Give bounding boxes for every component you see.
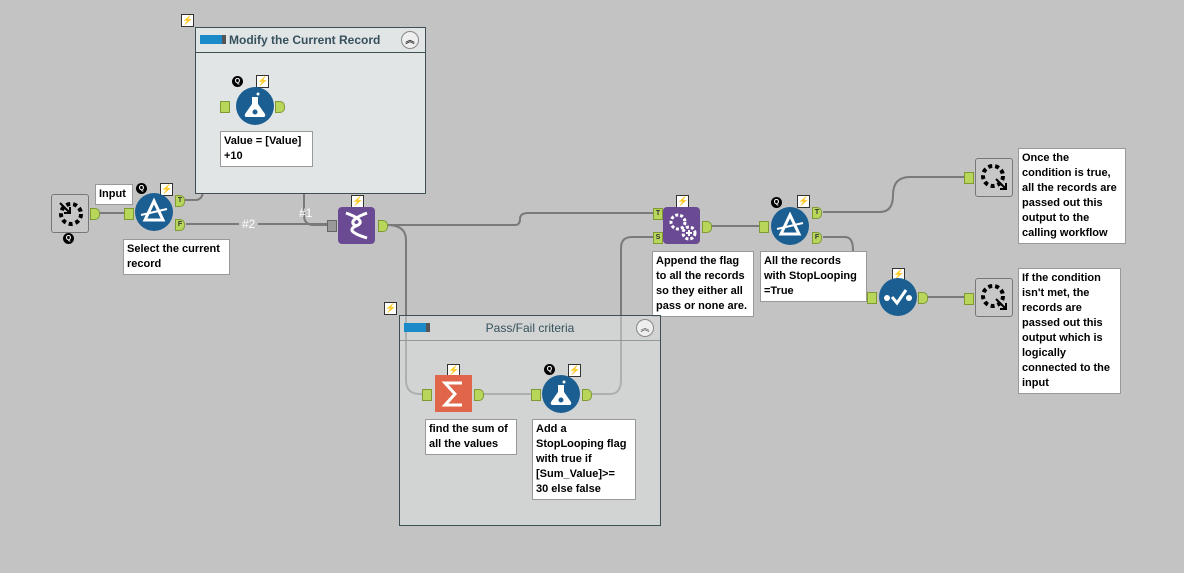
lightning-icon: ⚡ (256, 75, 269, 88)
lightning-icon: ⚡ (160, 183, 173, 196)
lightning-icon: ⚡ (181, 14, 194, 27)
macro-output-icon (981, 284, 1007, 310)
collapse-button[interactable]: ︽ (401, 31, 419, 49)
output-anchor[interactable] (918, 292, 928, 304)
input-anchor[interactable] (220, 101, 230, 113)
annotation-output-true: Once the condition is true, all the reco… (1018, 148, 1126, 244)
formula-tool[interactable] (236, 87, 274, 125)
annotation-formula2: Add a StopLooping flag with true if [Sum… (532, 419, 636, 500)
annotation-formula1: Value = [Value] +10 (220, 131, 313, 167)
container-icon (200, 35, 226, 44)
lightning-icon: ⚡ (568, 364, 581, 377)
filter-icon (776, 211, 804, 236)
formula-tool-2[interactable] (542, 375, 580, 413)
input-anchor[interactable] (124, 208, 134, 220)
flask-icon (550, 380, 572, 405)
container-header: Pass/Fail criteria ︽ (400, 316, 660, 341)
annotation-append: Append the flag to all the records so th… (652, 251, 754, 317)
q-icon: Q (63, 233, 74, 244)
filter-tool-2[interactable] (771, 207, 809, 245)
input-anchor[interactable] (759, 221, 769, 233)
output-anchor[interactable] (474, 389, 484, 401)
lightning-icon: ⚡ (797, 195, 810, 208)
flask-icon (244, 92, 266, 117)
q-icon: Q (771, 197, 782, 208)
true-anchor[interactable]: T (812, 207, 822, 219)
annotation-filter1: Select the current record (123, 239, 230, 275)
q-icon: Q (544, 364, 555, 375)
input-anchor[interactable] (964, 172, 974, 184)
wire-union-append (387, 212, 655, 226)
filter-icon (140, 197, 168, 222)
output-anchor[interactable] (702, 221, 712, 233)
annotation-summarize: find the sum of all the values (425, 419, 517, 455)
multi-input-anchor[interactable] (327, 220, 337, 232)
macro-output-tool-true[interactable] (975, 158, 1013, 197)
output-anchor[interactable] (90, 208, 100, 220)
false-anchor[interactable]: F (175, 219, 185, 231)
false-anchor[interactable]: F (812, 232, 822, 244)
input-anchor[interactable] (867, 292, 877, 304)
gears-icon (669, 213, 697, 241)
output-anchor[interactable] (275, 101, 285, 113)
q-icon: Q (136, 183, 147, 194)
collapse-button[interactable]: ︽ (636, 319, 654, 337)
select-tool[interactable] (879, 278, 917, 316)
macro-output-icon (981, 164, 1007, 190)
connection-label-1: #1 (299, 206, 313, 220)
macro-output-tool-false[interactable] (975, 278, 1013, 317)
input-anchor[interactable] (964, 293, 974, 305)
q-icon: Q (232, 76, 243, 87)
annotation-output-false: If the condition isn't met, the records … (1018, 268, 1121, 394)
target-anchor[interactable]: T (653, 208, 663, 220)
source-anchor[interactable]: S (653, 232, 663, 244)
macro-input-icon (59, 202, 83, 226)
lightning-icon: ⚡ (384, 302, 397, 315)
append-fields-tool[interactable] (663, 207, 700, 244)
input-anchor[interactable] (422, 389, 432, 401)
summarize-tool[interactable] (435, 375, 472, 412)
union-tool[interactable] (338, 207, 375, 244)
output-anchor[interactable] (582, 389, 592, 401)
input-label: Input (95, 184, 133, 205)
filter-tool[interactable] (135, 193, 173, 231)
connection-label-2: #2 (239, 217, 259, 231)
container-title: Pass/Fail criteria (485, 321, 575, 335)
sigma-icon (441, 381, 462, 407)
input-anchor[interactable] (531, 389, 541, 401)
checkmark-icon (884, 289, 912, 306)
container-header: Modify the Current Record ︽ (196, 28, 425, 53)
wire-filter2-true-output (823, 176, 965, 213)
container-icon (404, 323, 430, 332)
container-title: Modify the Current Record (229, 33, 381, 47)
dna-icon (345, 211, 368, 240)
macro-input-tool[interactable] (51, 194, 89, 233)
true-anchor[interactable]: T (175, 195, 185, 207)
output-anchor[interactable] (378, 220, 388, 232)
annotation-filter2: All the records with StopLooping =True (760, 251, 867, 302)
